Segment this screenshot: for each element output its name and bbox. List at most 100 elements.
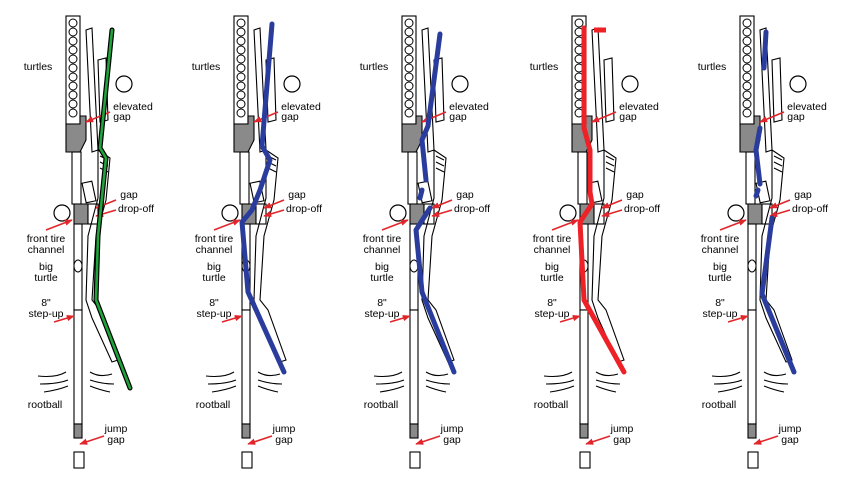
line-choice-2 <box>239 21 287 375</box>
label-elevated-gap: gap <box>619 111 637 123</box>
rock <box>115 75 133 93</box>
skinny-board <box>97 57 109 123</box>
pointer-arrow <box>45 219 73 231</box>
label-jump: jump <box>440 423 464 435</box>
small-turtles <box>68 18 78 118</box>
skinny-board <box>85 27 99 153</box>
pointer-arrow <box>585 435 611 445</box>
pointer-arrow <box>769 199 791 209</box>
ramp-hatch <box>435 155 445 173</box>
label-turtles: turtles <box>24 61 53 73</box>
label-turtle: turtle <box>540 272 564 284</box>
jump-landing <box>73 451 85 469</box>
line-path <box>413 31 457 375</box>
pointer-arrow <box>753 435 779 445</box>
track-segment <box>579 309 589 425</box>
label-front-tire: front tire <box>27 233 66 245</box>
rock <box>283 75 301 93</box>
line-choice-4 <box>577 25 627 375</box>
pointer-arrow <box>601 209 623 217</box>
track-segment <box>239 151 250 205</box>
small-turtles <box>574 18 584 118</box>
label-drop-off: drop-off <box>792 203 828 215</box>
skinny-board <box>603 57 615 123</box>
track-segment <box>73 309 83 425</box>
label-rootball: rootball <box>364 399 398 411</box>
skinny-board <box>433 57 445 123</box>
rock <box>451 75 469 93</box>
label-jump-gap: gap <box>107 434 125 446</box>
pointer-arrow <box>719 219 747 231</box>
line-path <box>94 28 132 390</box>
label-front-tire: front tire <box>701 233 740 245</box>
label-step-up: step-up <box>28 308 63 320</box>
rock <box>727 204 745 222</box>
track-segment <box>241 309 251 425</box>
label-elevated: elevated <box>449 101 489 113</box>
label-rootball: rootball <box>28 399 62 411</box>
label-drop-off: drop-off <box>454 203 490 215</box>
label-rootball: rootball <box>196 399 230 411</box>
ramp-hatch <box>773 155 783 173</box>
line-path <box>577 25 627 375</box>
label-front-tire: front tire <box>195 233 234 245</box>
jump-takeoff <box>73 423 83 439</box>
label-gap: gap <box>794 189 812 201</box>
label-turtles: turtles <box>192 61 221 73</box>
label-jump-gap: gap <box>781 434 799 446</box>
label-drop-off: drop-off <box>286 203 322 215</box>
label-turtles: turtles <box>698 61 727 73</box>
pointer-arrow <box>221 315 243 323</box>
ramp-hatch <box>605 155 615 173</box>
rock <box>559 204 577 222</box>
rock <box>53 204 71 222</box>
trail-panel-4: turtles elevated gap gap drop-off front … <box>530 15 660 469</box>
label-gap: gap <box>626 189 644 201</box>
label-elevated-gap: gap <box>449 111 467 123</box>
label-channel: channel <box>534 244 571 256</box>
label-elevated-gap: gap <box>787 111 805 123</box>
pointer-arrow <box>601 199 623 209</box>
jump-landing <box>409 451 421 469</box>
line-path <box>753 29 797 375</box>
label-channel: channel <box>28 244 65 256</box>
label-turtle: turtle <box>202 272 226 284</box>
rootball-roots <box>205 371 283 393</box>
label-elevated: elevated <box>619 101 659 113</box>
ladder-bridge <box>759 148 793 363</box>
label-jump-gap: gap <box>275 434 293 446</box>
jump-takeoff <box>579 423 589 439</box>
label-turtles: turtles <box>530 61 559 73</box>
label-channel: channel <box>702 244 739 256</box>
big-turtle <box>747 259 757 273</box>
pointer-arrow <box>415 435 441 445</box>
jump-takeoff <box>241 423 251 439</box>
pointer-arrow <box>551 219 579 231</box>
label-8in: 8" <box>377 297 387 309</box>
label-elevated: elevated <box>281 101 321 113</box>
pointer-arrow <box>727 315 749 323</box>
trail-lines <box>93 21 797 391</box>
jump-takeoff <box>747 423 757 439</box>
label-elevated-gap: gap <box>281 111 299 123</box>
pointer-arrow <box>263 209 285 217</box>
label-front-tire: front tire <box>363 233 402 245</box>
label-jump-gap: gap <box>613 434 631 446</box>
pointer-arrow <box>759 111 785 123</box>
label-turtle: turtle <box>708 272 732 284</box>
elevated-rock <box>233 115 255 153</box>
trail-panel-3: turtles elevated gap gap drop-off front … <box>360 15 490 469</box>
track-segment <box>71 151 82 205</box>
rock <box>621 75 639 93</box>
label-big: big <box>207 261 221 273</box>
track-segment <box>409 309 419 425</box>
rootball-roots <box>37 371 115 393</box>
jump-landing <box>747 451 759 469</box>
label-big: big <box>545 261 559 273</box>
trail-panel-5: turtles elevated gap gap drop-off front … <box>698 15 828 469</box>
label-elevated: elevated <box>787 101 827 113</box>
label-step-up: step-up <box>534 308 569 320</box>
line-choice-3 <box>413 31 457 375</box>
label-step-up: step-up <box>196 308 231 320</box>
